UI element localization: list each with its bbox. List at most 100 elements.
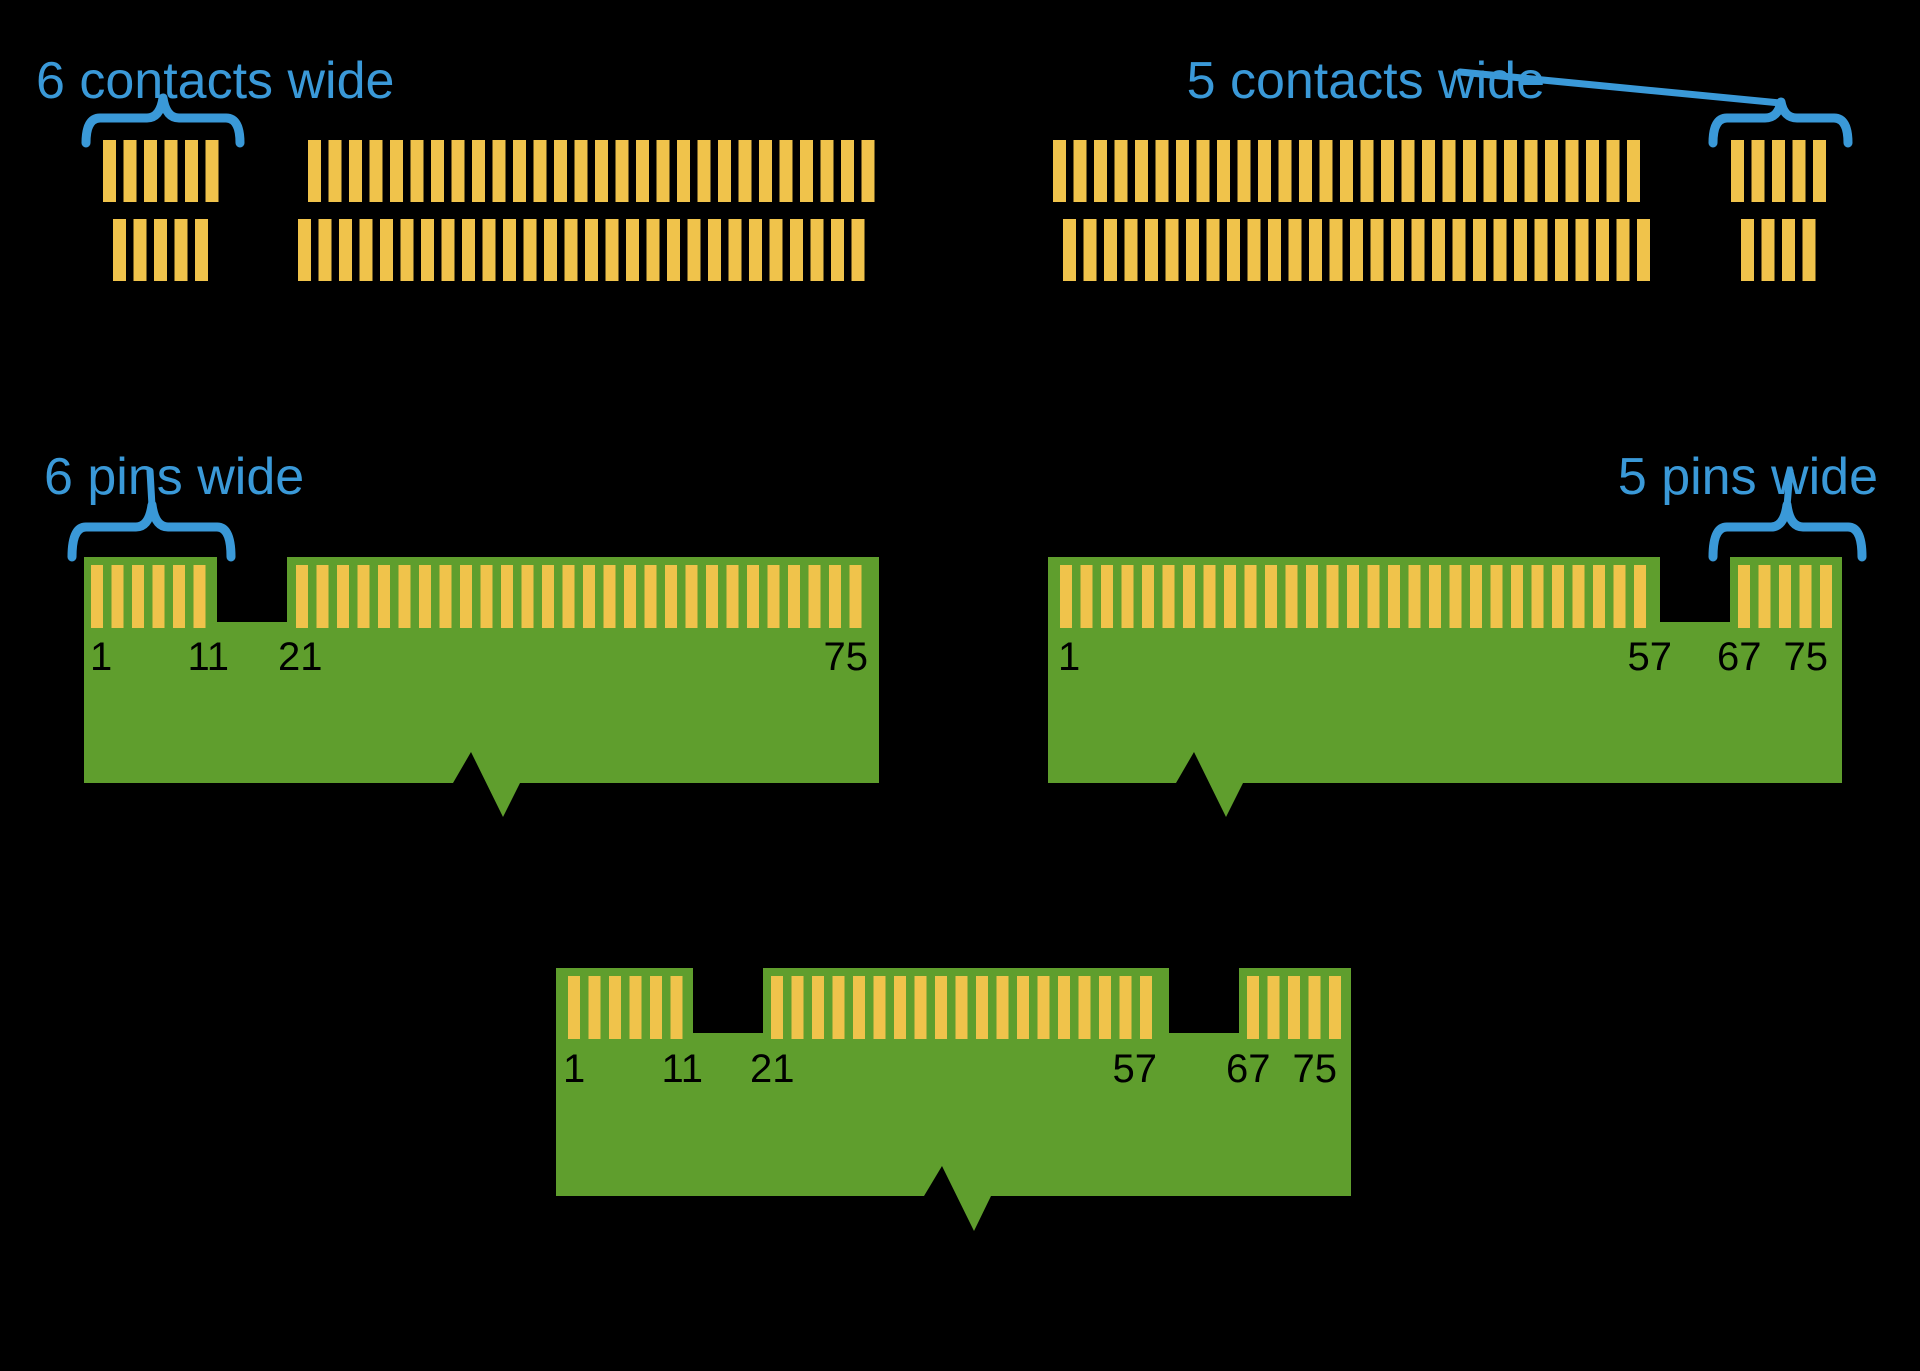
module-pin <box>1449 565 1462 628</box>
socket-contact <box>1401 140 1415 202</box>
module-pin <box>1017 976 1029 1039</box>
module-pin <box>644 565 657 628</box>
socket-contact <box>195 219 208 281</box>
socket-contact <box>1258 140 1271 202</box>
module-pin <box>976 976 988 1039</box>
socket-contact <box>769 219 783 281</box>
module-pin <box>791 976 804 1039</box>
socket-contact <box>1186 219 1199 281</box>
socket-contact <box>1381 140 1394 202</box>
module-pin <box>173 565 185 628</box>
module-pin <box>152 565 165 628</box>
module-pin <box>91 565 103 628</box>
socket-contact <box>1463 140 1476 202</box>
socket-contact <box>503 219 516 281</box>
pin-number-label: 75 <box>1293 1047 1338 1091</box>
socket-contact <box>800 140 813 202</box>
socket-contact <box>820 140 834 202</box>
socket-contact <box>759 140 772 202</box>
module-pin <box>378 565 390 628</box>
module-pin <box>670 976 683 1039</box>
socket-contact <box>185 140 198 202</box>
socket-contact <box>339 219 352 281</box>
socket-contact <box>462 219 475 281</box>
socket-contact <box>1340 140 1353 202</box>
label-6-pins-wide: 6 pins wide <box>44 448 304 506</box>
module-pin <box>996 976 1009 1039</box>
socket-contact <box>308 140 321 202</box>
socket-contact <box>646 219 660 281</box>
socket-contact <box>1616 219 1630 281</box>
module-pin <box>771 976 783 1039</box>
socket-contact <box>1565 140 1579 202</box>
socket-contact <box>431 140 444 202</box>
brace-5-pins-wide <box>1708 500 1867 562</box>
socket-contact <box>492 140 506 202</box>
socket-contact <box>1813 140 1826 202</box>
socket-contact <box>861 140 875 202</box>
socket-contact <box>205 140 219 202</box>
module-pin <box>1119 976 1132 1039</box>
socket-contact <box>687 219 701 281</box>
module-pin <box>894 976 906 1039</box>
socket-contact <box>349 140 362 202</box>
module-pin <box>1140 976 1152 1039</box>
module-pin <box>1367 565 1380 628</box>
module-pin <box>624 565 636 628</box>
module-pin <box>1121 565 1134 628</box>
socket-contact <box>472 140 485 202</box>
pin-number-label: 21 <box>278 635 323 679</box>
module-pin <box>1244 565 1257 628</box>
module-pin <box>1060 565 1072 628</box>
leader-line-5-contacts <box>1456 68 1784 107</box>
socket-contact <box>831 219 844 281</box>
module-pin <box>398 565 411 628</box>
socket-contact <box>123 140 137 202</box>
pin-number-label: 75 <box>824 635 869 679</box>
module-pin <box>1203 565 1216 628</box>
module-pin <box>832 976 845 1039</box>
socket-contact <box>359 219 373 281</box>
socket-contact <box>810 219 824 281</box>
module-pin <box>1101 565 1113 628</box>
module-pin <box>812 976 824 1039</box>
leader-line-5-pins <box>1783 467 1794 510</box>
socket-contact <box>1278 140 1292 202</box>
module-pin <box>1511 565 1523 628</box>
m-key-socket-contacts <box>1053 140 1826 281</box>
module-pin <box>1285 565 1298 628</box>
module-pin <box>562 565 575 628</box>
socket-contact <box>1299 140 1312 202</box>
socket-contact <box>1751 140 1765 202</box>
left-module-pcb-outline <box>84 557 879 817</box>
socket-contact <box>841 140 854 202</box>
socket-contact <box>421 219 434 281</box>
socket-contact <box>749 219 762 281</box>
socket-contact <box>1555 219 1568 281</box>
socket-contact <box>1114 140 1128 202</box>
bottom-module-pcb-outline <box>556 968 1351 1231</box>
module-pin <box>1593 565 1605 628</box>
socket-contact <box>1606 140 1620 202</box>
socket-contact <box>451 140 465 202</box>
module-pin <box>111 565 124 628</box>
module-pin <box>1265 565 1277 628</box>
socket-contact <box>1483 140 1497 202</box>
module-pin <box>873 976 886 1039</box>
pin-number-label: 57 <box>1113 1047 1158 1091</box>
socket-contact <box>400 219 414 281</box>
socket-contact <box>133 219 147 281</box>
socket-contact <box>1288 219 1302 281</box>
module-pin <box>935 976 947 1039</box>
module-pin <box>296 565 308 628</box>
pin-number-label: 11 <box>661 1047 703 1091</box>
module-pin <box>1634 565 1646 628</box>
module-pin <box>914 976 927 1039</box>
module-pin <box>1306 565 1318 628</box>
pin-number-label: 75 <box>1784 635 1829 679</box>
socket-contact <box>1504 140 1517 202</box>
socket-contact <box>1792 140 1806 202</box>
socket-contact <box>738 140 752 202</box>
